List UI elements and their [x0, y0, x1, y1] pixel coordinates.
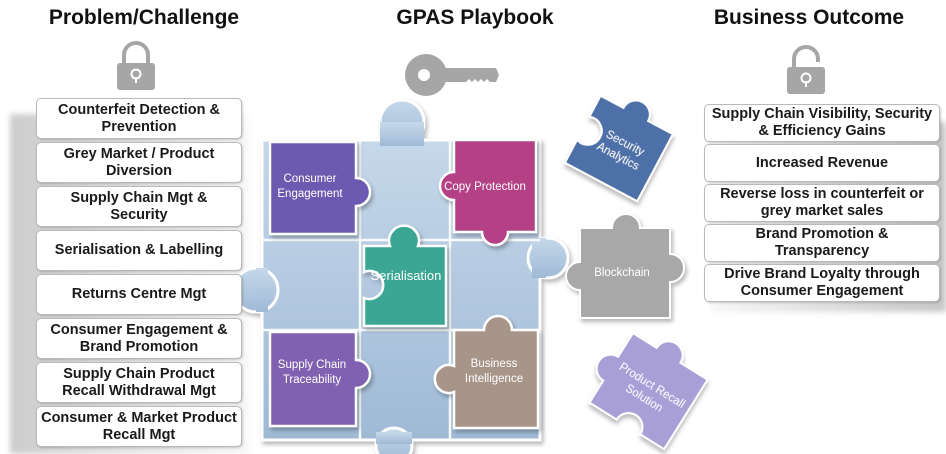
open-padlock-icon: [787, 45, 825, 94]
piece-product-recall-solution: Product Recall Solution: [588, 331, 709, 451]
piece-security-analytics: Security Analytics: [563, 94, 675, 203]
piece-label: Engagement: [277, 188, 343, 200]
problem-column-title: Problem/Challenge: [48, 6, 240, 29]
piece-label: Product Recall: [617, 361, 687, 411]
piece-label: Traceability: [283, 374, 342, 386]
padlock-icon: [117, 41, 155, 90]
problem-item: Serialisation & Labelling: [36, 230, 242, 271]
piece-label: Business: [471, 358, 518, 370]
playbook-column-title: GPAS Playbook: [396, 6, 554, 29]
problem-item: Supply Chain Mgt & Security: [36, 186, 242, 227]
problem-item: Counterfeit Detection & Prevention: [36, 98, 242, 139]
outcome-item: Increased Revenue: [704, 144, 940, 182]
piece-label: Consumer: [283, 173, 336, 185]
piece-label: Solution: [623, 383, 665, 415]
problem-list: Counterfeit Detection & Prevention Grey …: [36, 98, 242, 450]
problem-item: Consumer Engagement & Brand Promotion: [36, 318, 242, 359]
outcome-item: Drive Brand Loyalty through Consumer Eng…: [704, 264, 940, 302]
piece-label: Intelligence: [465, 373, 523, 385]
problem-item: Consumer & Market Product Recall Mgt: [36, 406, 242, 447]
piece-copy-protection: Copy Protection: [438, 138, 538, 247]
piece-blockchain: Blockchain: [565, 213, 685, 319]
piece-supply-chain-traceability: Supply Chain Traceability: [268, 330, 372, 428]
outcome-item: Reverse loss in counterfeit or grey mark…: [704, 184, 940, 222]
piece-label: Blockchain: [594, 267, 650, 279]
piece-label: Supply Chain: [278, 359, 346, 371]
piece-serialisation: Serialisation: [362, 224, 448, 328]
outcome-list: Supply Chain Visibility, Security & Effi…: [704, 104, 940, 304]
problem-item: Supply Chain Product Recall Withdrawal M…: [36, 362, 242, 403]
outcome-column-title: Business Outcome: [713, 6, 905, 29]
piece-consumer-engagement: Consumer Engagement: [268, 140, 372, 236]
puzzle-background: [232, 98, 570, 454]
outcome-item: Supply Chain Visibility, Security & Effi…: [704, 104, 940, 142]
key-icon: [405, 54, 499, 96]
piece-label: Serialisation: [371, 268, 442, 283]
piece-business-intelligence: Business Intelligence: [433, 314, 540, 430]
piece-label: Copy Protection: [444, 181, 526, 193]
outcome-item: Brand Promotion & Transparency: [704, 224, 940, 262]
piece-label: Security: [604, 129, 647, 159]
problem-item: Grey Market / Product Diversion: [36, 142, 242, 183]
problem-item: Returns Centre Mgt: [36, 274, 242, 315]
piece-label: Analytics: [595, 141, 641, 173]
